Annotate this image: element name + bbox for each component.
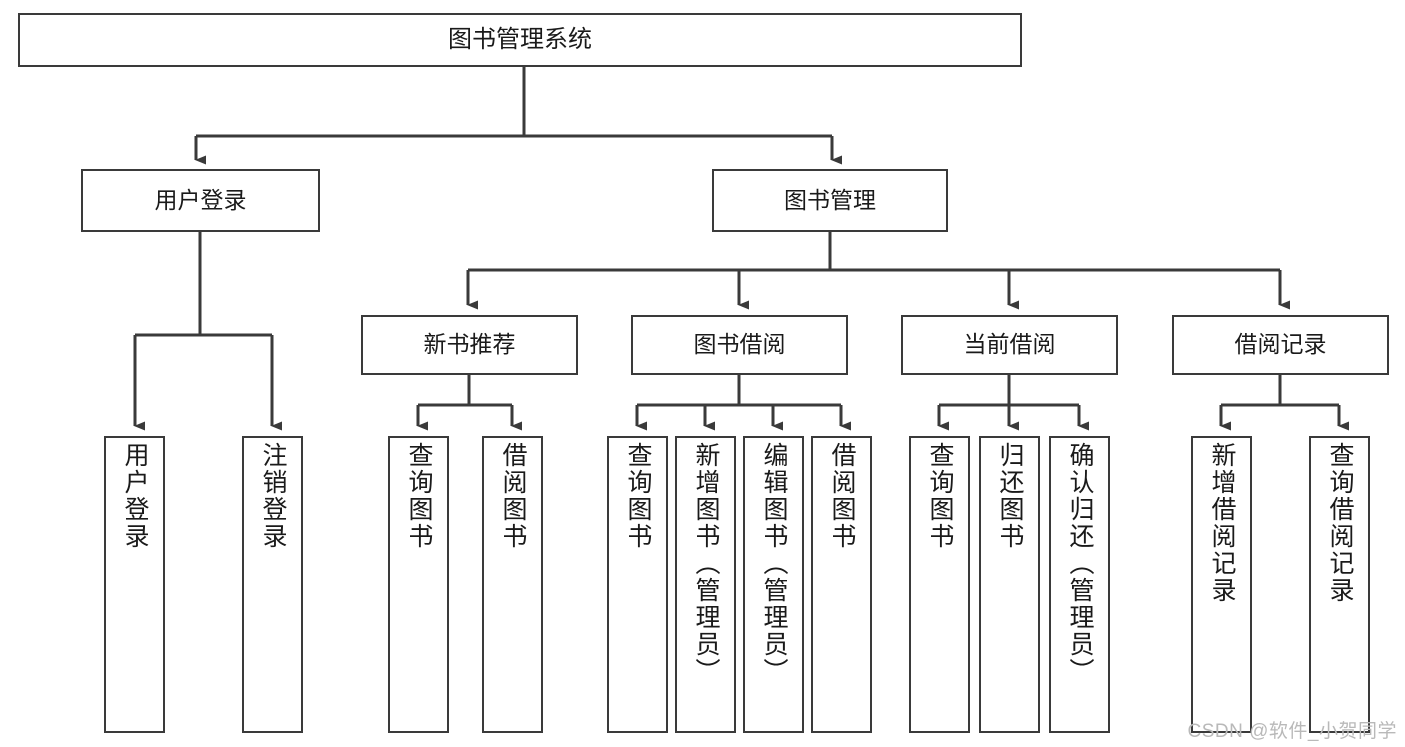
- leaf-borrow-book[interactable]: 借阅图书: [811, 436, 872, 733]
- node-label: 图书借阅: [693, 331, 786, 358]
- node-label: 查询图书: [926, 442, 954, 550]
- node-label: 用户登录: [121, 442, 149, 550]
- leaf-add-borrow-record[interactable]: 新增借阅记录: [1191, 436, 1252, 733]
- leaf-query-book-current[interactable]: 查询图书: [909, 436, 970, 733]
- node-label: 当前借阅: [963, 331, 1056, 358]
- node-label: 借阅图书: [499, 442, 527, 550]
- leaf-logout[interactable]: 注销登录: [242, 436, 303, 733]
- leaf-query-book-borrow[interactable]: 查询图书: [607, 436, 668, 733]
- node-book-borrow[interactable]: 图书借阅: [631, 315, 848, 375]
- node-label: 新书推荐: [423, 331, 516, 358]
- node-root-book-management-system[interactable]: 图书管理系统: [18, 13, 1022, 67]
- node-book-management[interactable]: 图书管理: [712, 169, 948, 232]
- leaf-add-book-admin[interactable]: 新增图书（管理员）: [675, 436, 736, 733]
- node-label: 新增图书（管理员）: [692, 442, 720, 685]
- leaf-borrow-book-rec[interactable]: 借阅图书: [482, 436, 543, 733]
- leaf-user-login[interactable]: 用户登录: [104, 436, 165, 733]
- leaf-confirm-return-admin[interactable]: 确认归还（管理员）: [1049, 436, 1110, 733]
- node-label: 编辑图书（管理员）: [760, 442, 788, 685]
- node-label: 新增借阅记录: [1208, 442, 1236, 604]
- node-label: 归还图书: [996, 442, 1024, 550]
- leaf-query-book-rec[interactable]: 查询图书: [388, 436, 449, 733]
- node-label: 确认归还（管理员）: [1066, 442, 1094, 685]
- leaf-return-book[interactable]: 归还图书: [979, 436, 1040, 733]
- node-label: 查询图书: [624, 442, 652, 550]
- node-borrow-record[interactable]: 借阅记录: [1172, 315, 1389, 375]
- node-label: 图书管理: [784, 186, 876, 213]
- leaf-edit-book-admin[interactable]: 编辑图书（管理员）: [743, 436, 804, 733]
- node-label: 用户登录: [154, 186, 247, 213]
- node-label: 借阅记录: [1234, 331, 1327, 358]
- node-current-borrow[interactable]: 当前借阅: [901, 315, 1118, 375]
- node-label: 图书管理系统: [448, 25, 592, 53]
- node-label: 查询借阅记录: [1326, 442, 1354, 604]
- node-new-book-recommendation[interactable]: 新书推荐: [361, 315, 578, 375]
- node-label: 借阅图书: [828, 442, 856, 550]
- node-label: 查询图书: [405, 442, 433, 550]
- node-user-login[interactable]: 用户登录: [81, 169, 320, 232]
- watermark: CSDN @软件_小贺同学: [1187, 721, 1397, 742]
- node-label: 注销登录: [259, 442, 287, 550]
- leaf-query-borrow-record[interactable]: 查询借阅记录: [1309, 436, 1370, 733]
